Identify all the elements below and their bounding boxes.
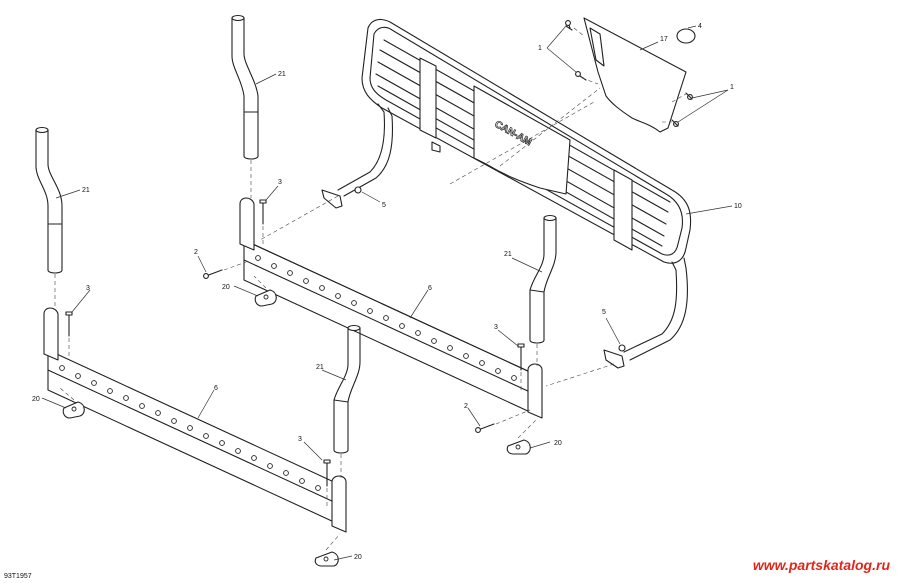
callout-labels: 1 1 2 2 3 3 3 3 4 5 5 6 6 10 17 20 20 20… (32, 23, 742, 561)
callout-20: 20 (32, 396, 40, 403)
upright-tube-rear-right (529, 214, 557, 344)
cap-part-4 (676, 28, 696, 44)
callout-1: 1 (730, 84, 734, 91)
rail-holes-front (59, 365, 321, 491)
cover-plate (583, 17, 687, 133)
callout-21: 21 (278, 71, 286, 78)
upright-tube-rear-left (231, 14, 259, 160)
callout-5: 5 (602, 309, 606, 316)
figure-code: 93T1957 (4, 573, 32, 580)
callout-21: 21 (316, 364, 324, 371)
foot-clip-part-20 (62, 289, 531, 567)
callout-2: 2 (464, 403, 468, 410)
leader-lines (41, 25, 733, 561)
upright-tube-front-right (333, 324, 361, 454)
callout-1: 1 (538, 45, 542, 52)
callout-5: 5 (382, 202, 386, 209)
nut-part-5 (354, 186, 626, 352)
screw-group-1 (565, 20, 693, 127)
callout-20: 20 (354, 554, 362, 561)
callout-21: 21 (82, 187, 90, 194)
front-rail (43, 307, 347, 533)
callout-20: 20 (554, 440, 562, 447)
callout-21: 21 (504, 251, 512, 258)
callout-17: 17 (660, 36, 668, 43)
callout-10: 10 (734, 203, 742, 210)
callout-6: 6 (214, 385, 218, 392)
callout-20: 20 (222, 284, 230, 291)
rail-holes-rear (255, 255, 517, 381)
callout-3: 3 (86, 285, 90, 292)
alignment-lines (54, 27, 687, 551)
screw-part-2 (203, 269, 495, 433)
callout-3: 3 (298, 436, 302, 443)
callout-2: 2 (194, 249, 198, 256)
callout-3: 3 (278, 179, 282, 186)
callout-3: 3 (494, 324, 498, 331)
callout-6: 6 (428, 285, 432, 292)
rear-rail (239, 197, 543, 419)
bolt-part-3 (65, 199, 525, 487)
callout-4: 4 (698, 23, 702, 30)
watermark-text: www.partskatalog.ru (752, 557, 890, 573)
upright-tube-front-left (35, 126, 63, 274)
rack-frame: CAN-AM (321, 18, 692, 369)
